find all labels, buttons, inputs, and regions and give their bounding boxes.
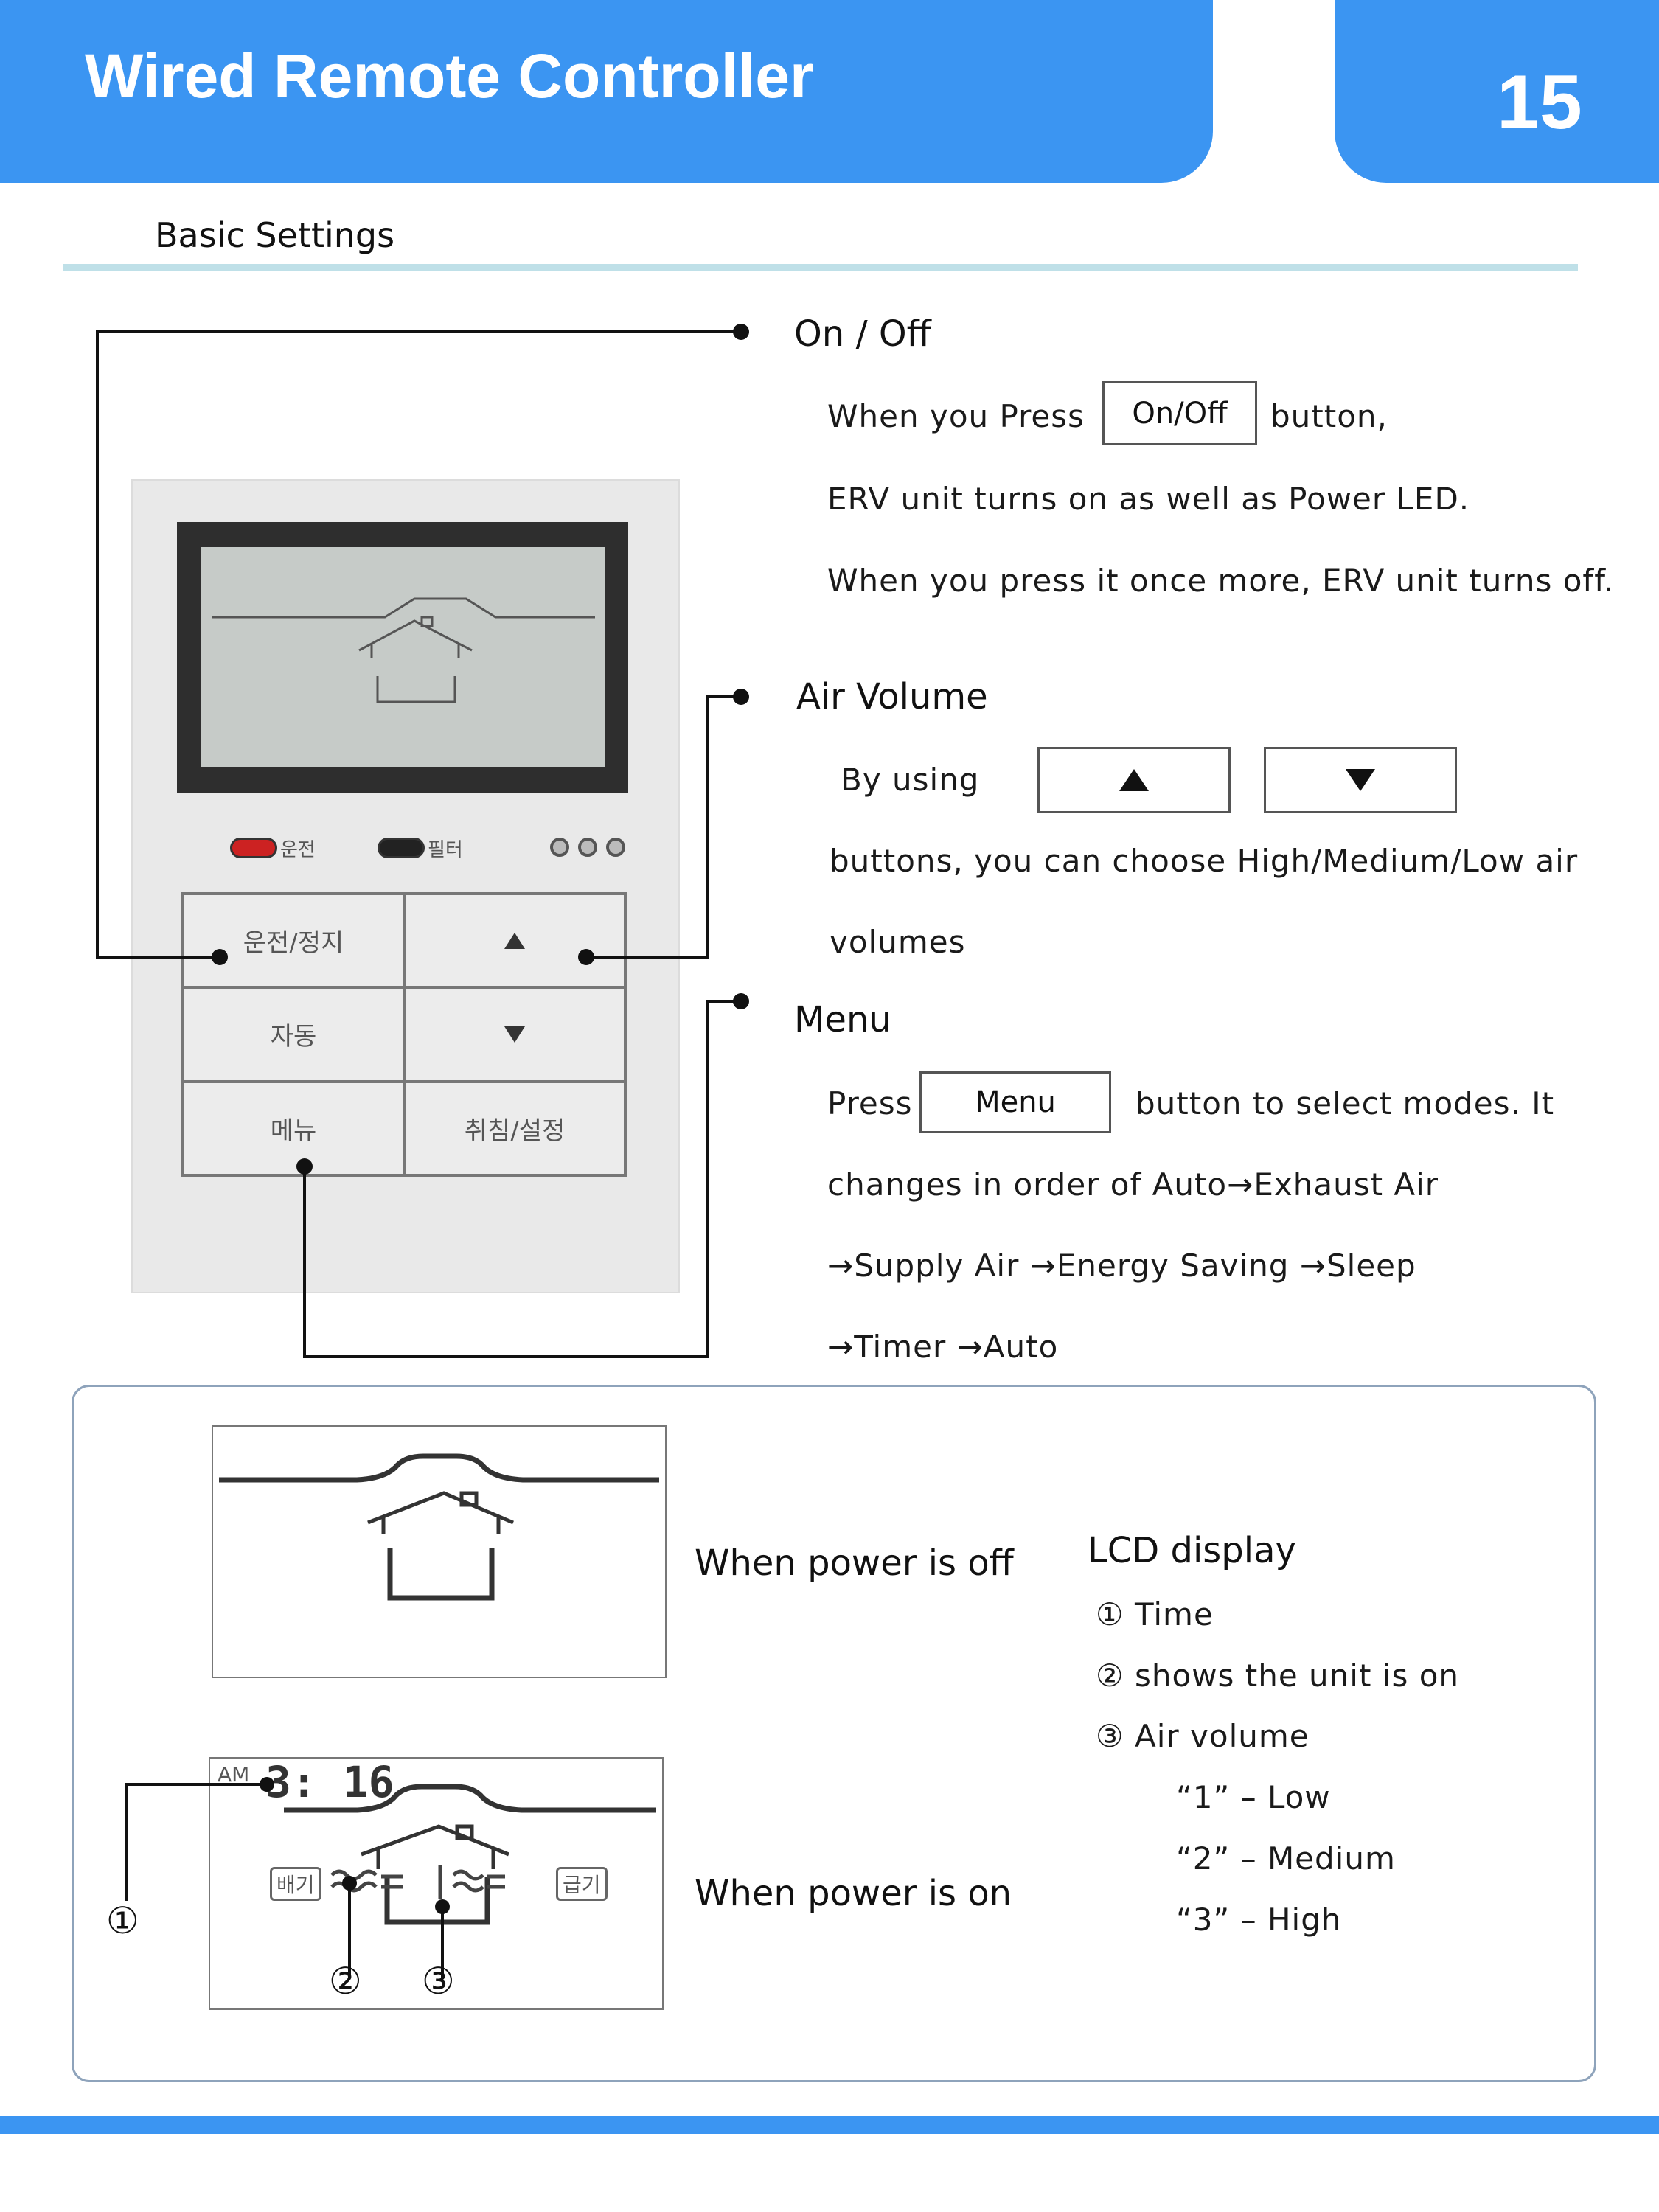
power-on-caption: When power is on <box>695 1873 1012 1914</box>
legend-level-medium: “2” – Medium <box>1176 1840 1396 1877</box>
callout-marker-3: ③ <box>422 1960 455 2003</box>
menu-heading: Menu <box>794 999 891 1040</box>
on-off-text-pre: When you Press <box>827 398 1085 434</box>
up-triangle-icon <box>1119 769 1149 791</box>
legend-item-time: ① Time <box>1096 1596 1214 1632</box>
menu-text-line2: changes in order of Auto→Exhaust Air <box>827 1166 1439 1203</box>
on-off-text-post: button, <box>1270 398 1388 434</box>
lcd-callout-lines <box>0 1696 737 2035</box>
menu-text-post: button to select modes. It <box>1135 1085 1554 1121</box>
legend-level-high: “3” – High <box>1176 1902 1341 1938</box>
lcd-power-off <box>212 1425 667 1678</box>
on-off-text-line3: When you press it once more, ERV unit tu… <box>827 563 1614 599</box>
house-icon <box>213 1427 665 1677</box>
legend-level-low: “1” – Low <box>1176 1779 1331 1815</box>
on-off-text-line2: ERV unit turns on as well as Power LED. <box>827 481 1470 517</box>
legend-title: LCD display <box>1088 1530 1296 1571</box>
menu-text-line4: →Timer →Auto <box>827 1329 1058 1365</box>
air-volume-up-button[interactable] <box>1037 747 1231 813</box>
air-volume-heading: Air Volume <box>796 676 988 717</box>
air-volume-text-pre: By using <box>841 762 979 798</box>
footer-bar <box>0 2116 1659 2134</box>
menu-button[interactable]: Menu <box>919 1071 1111 1133</box>
down-triangle-icon <box>1346 769 1375 791</box>
on-off-button[interactable]: On/Off <box>1102 381 1257 445</box>
menu-text-line3: →Supply Air →Energy Saving →Sleep <box>827 1248 1416 1284</box>
air-volume-text-line2: buttons, you can choose High/Medium/Low … <box>830 843 1578 879</box>
air-volume-down-button[interactable] <box>1264 747 1457 813</box>
callout-marker-2: ② <box>329 1960 362 2003</box>
callout-marker-1: ① <box>106 1899 139 1942</box>
menu-text-pre: Press <box>827 1085 913 1121</box>
legend-item-air-volume: ③ Air volume <box>1096 1718 1310 1754</box>
air-volume-text-line3: volumes <box>830 924 965 960</box>
power-off-caption: When power is off <box>695 1543 1014 1584</box>
on-off-heading: On / Off <box>794 313 931 355</box>
legend-item-unit-on: ② shows the unit is on <box>1096 1658 1459 1694</box>
